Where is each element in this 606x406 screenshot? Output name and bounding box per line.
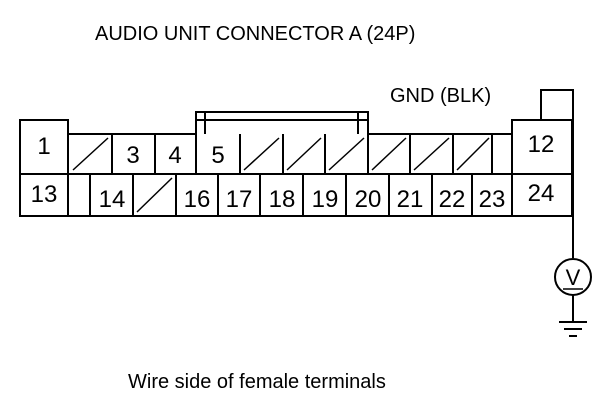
terminal-23: 23 bbox=[479, 186, 506, 213]
voltmeter-icon: V bbox=[554, 258, 592, 296]
diagram-caption: Wire side of female terminals bbox=[128, 371, 386, 393]
terminal-1: 1 bbox=[37, 133, 50, 160]
voltmeter-label: V bbox=[566, 265, 581, 290]
empty-cavities bbox=[72, 137, 490, 213]
probe-wire bbox=[540, 89, 574, 258]
terminal-20: 20 bbox=[355, 186, 382, 213]
terminal-5: 5 bbox=[211, 142, 224, 169]
terminal-12: 12 bbox=[528, 131, 555, 158]
terminal-18: 18 bbox=[269, 186, 296, 213]
terminal-24: 24 bbox=[528, 180, 555, 207]
terminal-21: 21 bbox=[397, 186, 424, 213]
terminal-17: 17 bbox=[226, 186, 253, 213]
diagram-title: AUDIO UNIT CONNECTOR A (24P) bbox=[95, 23, 415, 45]
terminal-19: 19 bbox=[312, 186, 339, 213]
ground-icon bbox=[559, 295, 587, 337]
terminal-22: 22 bbox=[439, 186, 466, 213]
terminal-14: 14 bbox=[99, 186, 126, 213]
terminal-16: 16 bbox=[184, 186, 211, 213]
terminal-3: 3 bbox=[126, 142, 139, 169]
terminal-13: 13 bbox=[31, 181, 58, 208]
terminal-4: 4 bbox=[168, 142, 181, 169]
connector-body bbox=[19, 111, 573, 217]
gnd-label: GND (BLK) bbox=[390, 85, 491, 107]
